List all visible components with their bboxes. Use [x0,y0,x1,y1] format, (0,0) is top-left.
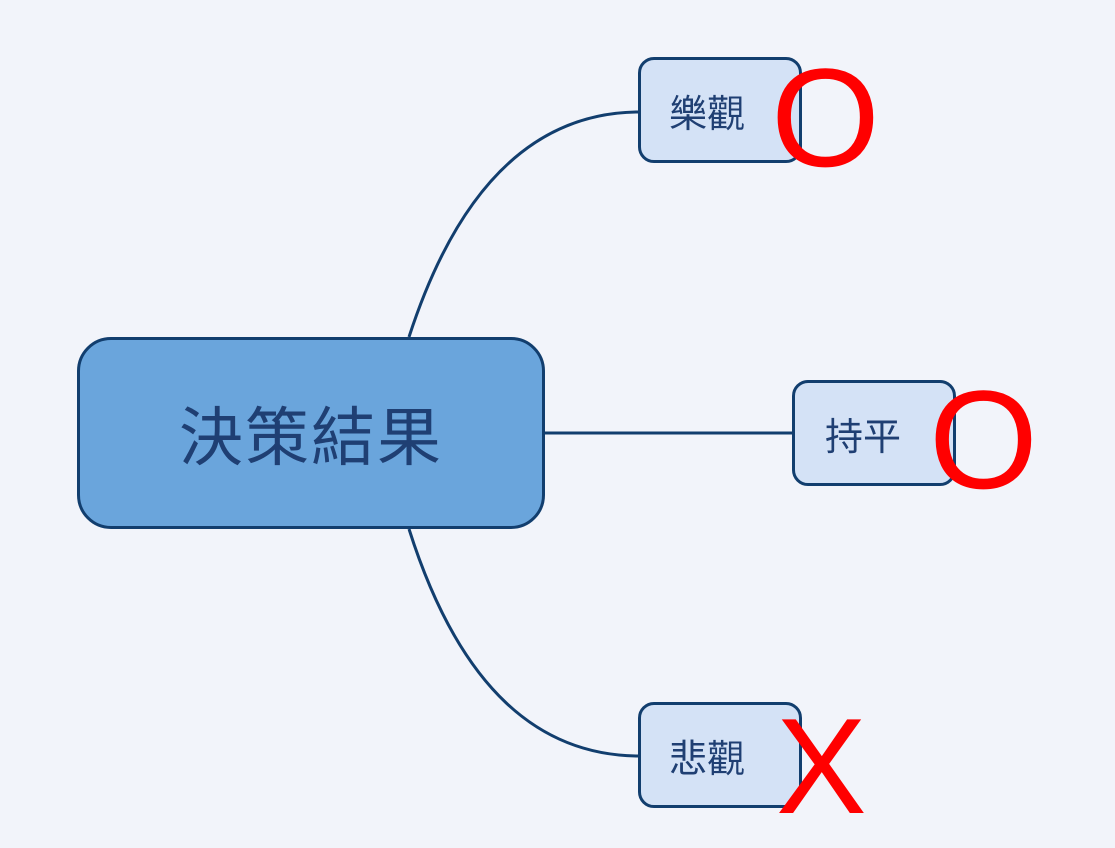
circle-mark-optimistic: O [771,39,880,196]
connector-pessimistic [407,528,641,758]
branch-label-neutral: 持平 [825,414,902,459]
branch-label-pessimistic: 悲觀 [669,736,746,781]
branch-node-neutral[interactable]: 持平 [792,380,956,486]
branch-node-pessimistic[interactable]: 悲觀 [638,702,802,808]
central-node[interactable]: 決策結果 [77,337,545,529]
connector-optimistic [407,110,641,338]
cross-mark-pessimistic: X [776,690,867,842]
circle-mark-neutral: O [929,361,1038,518]
branch-label-optimistic: 樂觀 [669,91,746,136]
branch-node-optimistic[interactable]: 樂觀 [638,57,802,163]
central-node-label: 決策結果 [179,402,443,476]
